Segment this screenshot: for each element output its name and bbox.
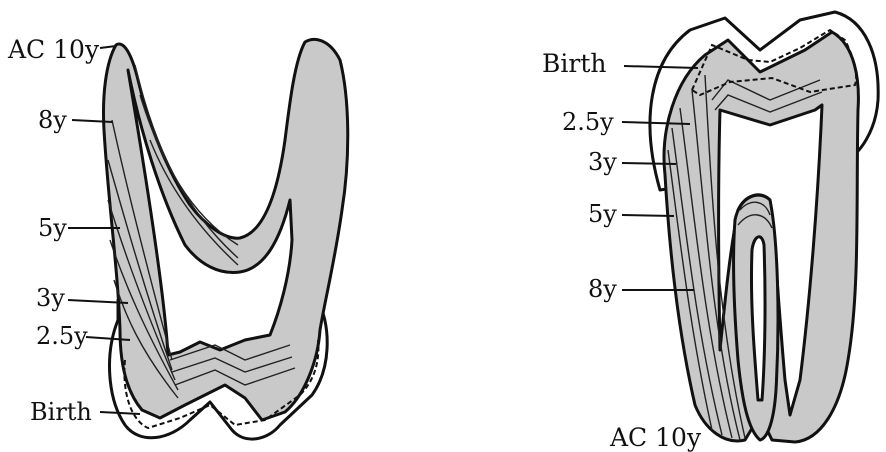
right-label-5y: 5y [588, 200, 617, 228]
leader-3y-right [622, 163, 676, 164]
left-label-3y: 3y [36, 284, 65, 312]
right-label-3y: 3y [588, 148, 617, 176]
leader-5y-right [622, 215, 674, 216]
left-label-8y: 8y [38, 106, 67, 134]
right-label-8y: 8y [588, 275, 617, 303]
right-tooth: Birth 2.5y 3y 5y 8y AC 10y [542, 12, 878, 452]
left-label-5y: 5y [38, 214, 67, 242]
left-label-birth: Birth [30, 398, 92, 426]
right-label-birth: Birth [542, 49, 606, 78]
left-label-ac: AC 10y [7, 35, 100, 64]
right-label-25y: 2.5y [562, 108, 614, 136]
left-label-25y: 2.5y [36, 322, 88, 350]
right-label-ac: AC 10y [609, 423, 702, 452]
left-molar: AC 10y 8y 5y 3y 2.5y Birth [7, 35, 348, 439]
